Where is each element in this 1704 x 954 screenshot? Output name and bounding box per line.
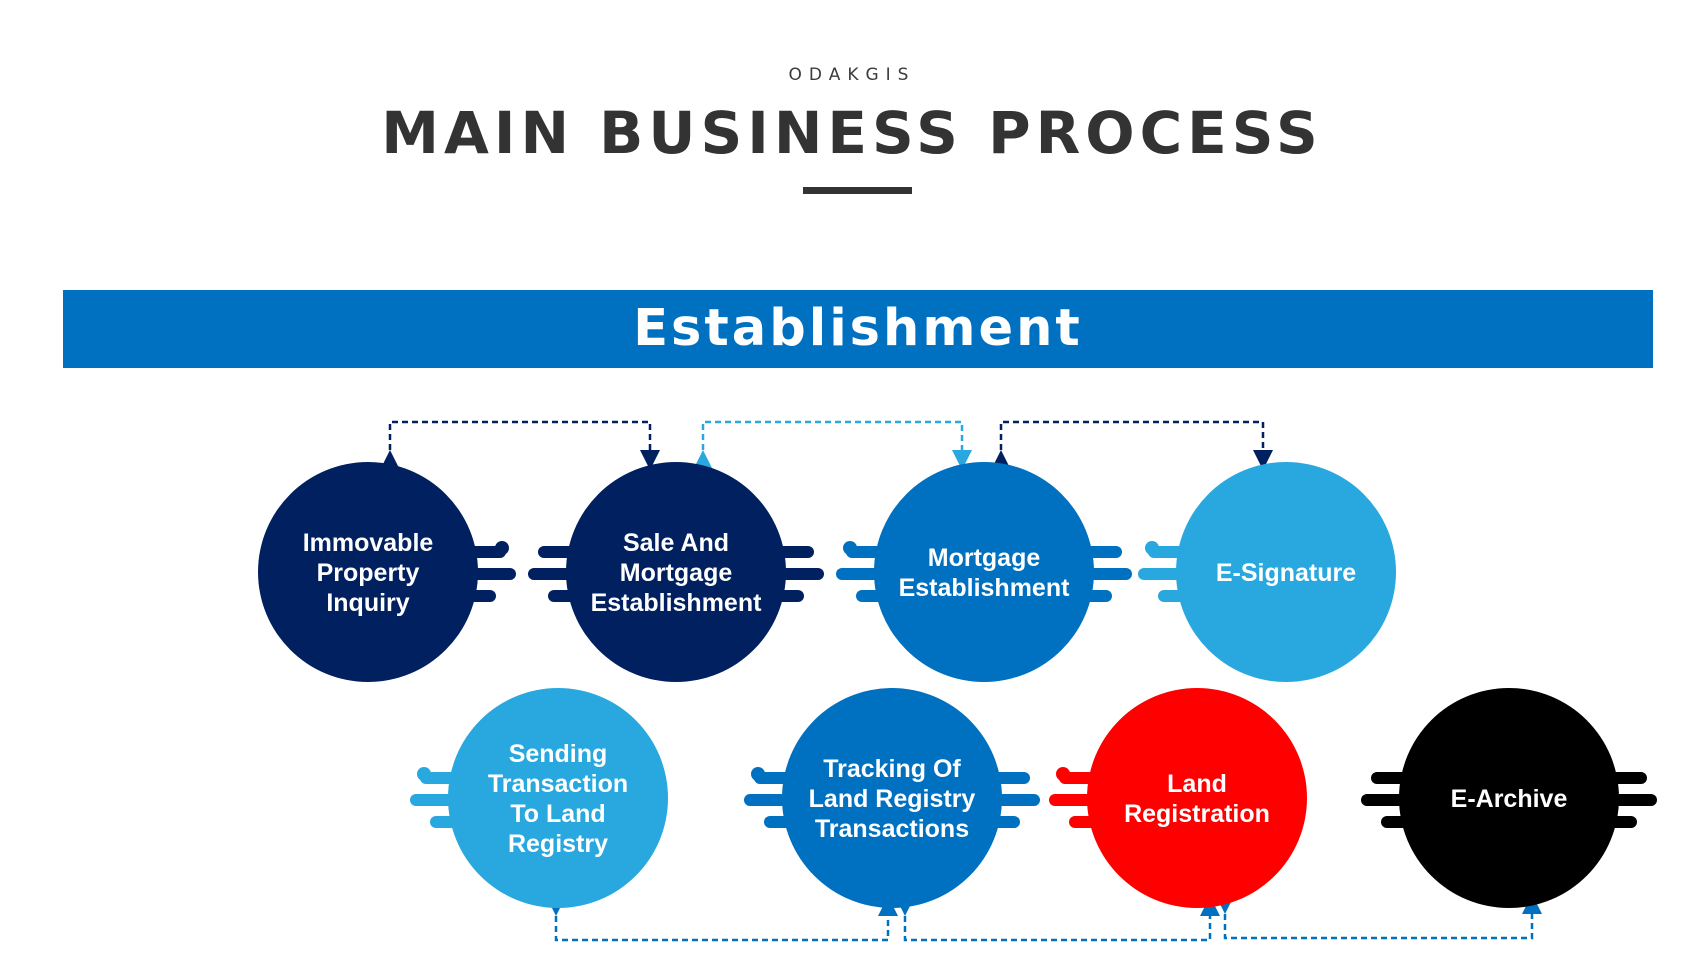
node-circle [1399, 688, 1619, 908]
node-label: Tracking Of [823, 755, 961, 783]
node-label: Establishment [899, 574, 1071, 602]
node-dot [843, 541, 857, 555]
node-label: Transactions [815, 815, 969, 843]
node-label: Sale And [623, 529, 729, 557]
node-label: Registry [508, 830, 608, 858]
node-label: Registration [1124, 800, 1270, 828]
node-circle [782, 688, 1002, 908]
node-label: Land Registry [809, 785, 976, 813]
connector-tracking-of-land-registry-transactions-to-land-registration [895, 896, 1220, 942]
node-circle [1176, 462, 1396, 682]
title-underline [803, 187, 912, 194]
connector-sending-transaction-to-land-registry-to-tracking-of-land-registry-transactions [546, 896, 898, 942]
node-dot [1056, 767, 1070, 781]
node-label: Property [317, 559, 420, 587]
connector-mortgage-establishment-to-e-signature [991, 420, 1273, 470]
node-label: Mortgage [620, 559, 733, 587]
node-dot [495, 541, 509, 555]
node-label: Mortgage [928, 544, 1041, 572]
node-label: Establishment [591, 589, 763, 617]
node-label: Sending [509, 740, 608, 768]
connector-land-registration-to-e-archive [1215, 894, 1542, 940]
node-label: E-Signature [1216, 559, 1356, 587]
node-circle [874, 462, 1094, 682]
node-circle [258, 462, 478, 682]
node-dot [417, 767, 431, 781]
node-label: Immovable [303, 529, 434, 557]
node-label: Inquiry [326, 589, 409, 617]
node-dot [1145, 541, 1159, 555]
banner-label: Establishment [633, 299, 1083, 358]
node-label: Land [1167, 770, 1227, 798]
connector-sale-and-mortgage-establishment-to-mortgage-establishment [693, 420, 972, 470]
process-node-e-signature: E-Signature [1138, 462, 1396, 682]
node-dot [751, 767, 765, 781]
node-label: To Land [510, 800, 605, 828]
process-node-e-archive: E-Archive [1361, 688, 1657, 908]
section-banner: Establishment [63, 290, 1653, 368]
node-circle [566, 462, 786, 682]
node-label: Transaction [488, 770, 628, 798]
connector-immovable-property-inquiry-to-sale-and-mortgage-establishment [380, 420, 660, 470]
brand-eyebrow: ODAKGIS [788, 65, 916, 85]
node-circle [448, 688, 668, 908]
node-circle [1087, 688, 1307, 908]
node-label: E-Archive [1451, 785, 1568, 813]
connector-layer [380, 420, 1542, 942]
page-title: MAIN BUSINESS PROCESS [381, 99, 1323, 167]
